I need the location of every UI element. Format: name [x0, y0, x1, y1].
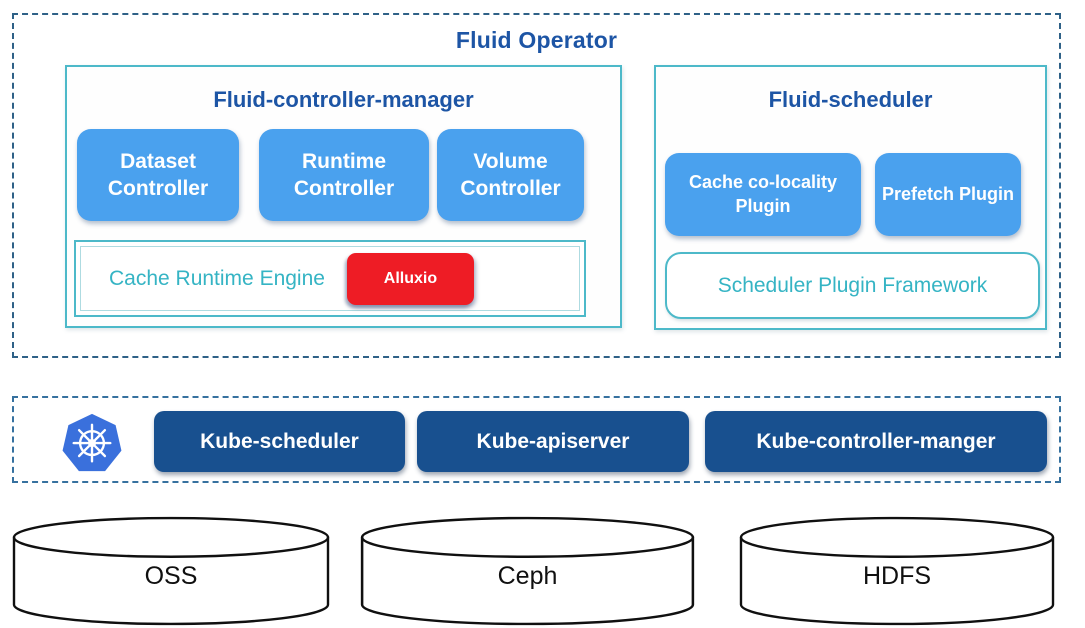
cache-runtime-engine-inner: Cache Runtime Engine Alluxio: [80, 246, 580, 311]
fluid-controller-manager-panel: Fluid-controller-manager Dataset Control…: [65, 65, 622, 328]
dataset-controller-node: Dataset Controller: [77, 129, 239, 221]
cache-runtime-engine-label: Cache Runtime Engine: [109, 266, 325, 290]
oss-storage-cylinder: OSS: [12, 516, 330, 626]
cylinder-shape: [739, 516, 1055, 626]
kube-apiserver-node: Kube-apiserver: [417, 411, 689, 472]
scheduler-plugin-framework-box: Scheduler Plugin Framework: [665, 252, 1040, 319]
cylinder-shape: [12, 516, 330, 626]
cache-runtime-engine-box: Cache Runtime Engine Alluxio: [74, 240, 586, 317]
cache-co-locality-plugin-node: Cache co-locality Plugin: [665, 153, 861, 236]
oss-label: OSS: [144, 562, 198, 590]
fluid-scheduler-panel: Fluid-scheduler Cache co-locality Plugin…: [654, 65, 1047, 330]
hdfs-label: HDFS: [862, 562, 932, 590]
fluid-controller-manager-title: Fluid-controller-manager: [213, 87, 474, 112]
ceph-label: Ceph: [497, 562, 558, 590]
cylinder-shape: [360, 516, 695, 626]
prefetch-plugin-node: Prefetch Plugin: [875, 153, 1021, 236]
kube-scheduler-node: Kube-scheduler: [154, 411, 405, 472]
kubernetes-logo-icon: [62, 413, 122, 472]
kube-controller-manager-node: Kube-controller-manger: [705, 411, 1047, 472]
hdfs-storage-cylinder: HDFS: [739, 516, 1055, 626]
runtime-controller-node: Runtime Controller: [259, 129, 429, 221]
ceph-storage-cylinder: Ceph: [360, 516, 695, 626]
kubernetes-layer-container: Kube-scheduler Kube-apiserver Kube-contr…: [12, 396, 1061, 483]
fluid-operator-container: Fluid Operator Fluid-controller-manager …: [12, 13, 1061, 358]
volume-controller-node: Volume Controller: [437, 129, 584, 221]
fluid-operator-title: Fluid Operator: [455, 27, 618, 53]
fluid-scheduler-title: Fluid-scheduler: [768, 87, 933, 112]
alluxio-badge: Alluxio: [346, 252, 474, 305]
